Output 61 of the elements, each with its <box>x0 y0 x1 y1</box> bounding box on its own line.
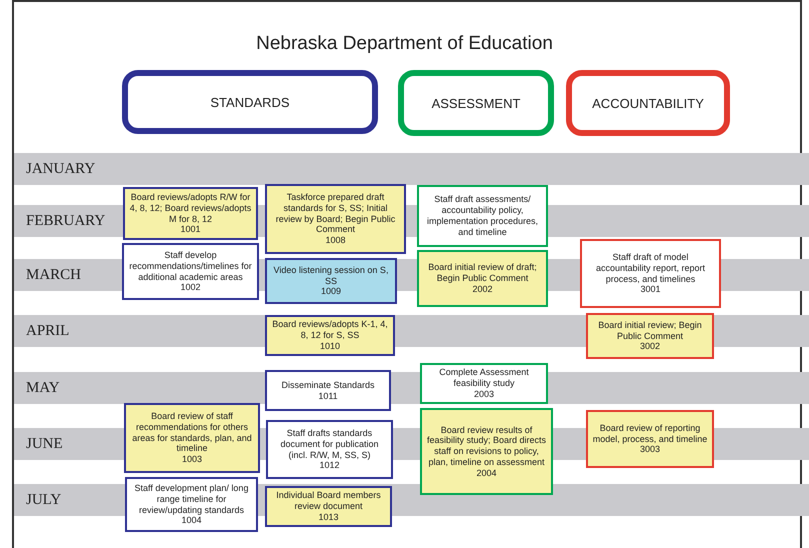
task-number: 2002 <box>472 284 493 295</box>
task-box <box>265 184 406 254</box>
task-box <box>586 410 714 468</box>
month-label: APRIL <box>26 315 70 347</box>
task-number: 1004 <box>181 515 202 526</box>
task-box <box>122 243 259 300</box>
task-box <box>265 370 391 411</box>
category-header: ACCOUNTABILITY <box>566 70 730 136</box>
task-box <box>265 486 392 527</box>
task-description: Board review results of feasibility study; Board directs staff on revisions to policy, plan, timeline on assessment <box>426 424 547 468</box>
task-box <box>586 313 714 359</box>
task-number: 1003 <box>182 454 202 465</box>
task-description: Board initial review; Begin Public Comment <box>597 320 703 342</box>
task-description: Staff drafts standards document for publication (incl. R/W, M, SS, S) <box>279 428 380 460</box>
task-description: Board reviews/adopts R/W for 4, 8, 12; Board reviews/adopts M for 8, 12 <box>129 192 252 224</box>
task-number: 2003 <box>474 388 494 400</box>
task-description: Video listening session on S, SS <box>272 264 390 286</box>
category-header: STANDARDS <box>122 70 378 134</box>
task-box <box>124 403 260 473</box>
task-box <box>125 477 258 532</box>
task-number: 1009 <box>320 286 342 298</box>
task-description: Disseminate Standards <box>281 380 375 390</box>
task-description: Board review of reporting model, process, and timeline <box>592 422 708 444</box>
task-description: Staff development plan/ long range timeline for review/updating standards <box>134 482 250 516</box>
task-box <box>420 363 548 404</box>
month-label: MARCH <box>26 259 82 291</box>
task-number: 3002 <box>640 341 660 352</box>
task-number: 1012 <box>319 460 340 472</box>
task-number: 1008 <box>325 235 346 246</box>
task-description: Staff draft of model accountability report, report process, and timelines <box>594 252 706 284</box>
task-box <box>417 185 548 247</box>
task-description: Staff develop recommendations/timelines for additional academic areas <box>128 250 253 282</box>
month-label: FEBRUARY <box>26 205 106 237</box>
task-box <box>266 420 393 479</box>
month-label: MAY <box>26 372 60 404</box>
task-number: 3001 <box>640 284 661 296</box>
task-description: Individual Board members review document <box>275 490 382 512</box>
task-number: 1002 <box>180 282 201 294</box>
task-number: 3003 <box>640 444 660 456</box>
task-description: Taskforce prepared draft standards for S, SS; Initial review by Board; Begin Public Comment <box>274 192 396 236</box>
month-label: JUNE <box>26 428 63 460</box>
task-box <box>265 315 395 356</box>
task-description: Board review of staff recommendations for others areas for standards, plan, and timeline <box>131 411 253 454</box>
task-description: Staff draft assessments/ accountability policy, implementation procedures, and timeline <box>426 194 540 238</box>
task-number: 1011 <box>318 390 338 402</box>
task-number: 1013 <box>318 512 339 523</box>
task-number: 2004 <box>476 468 497 478</box>
task-box <box>420 408 553 495</box>
category-header: ASSESSMENT <box>398 70 554 136</box>
task-number: 1010 <box>320 340 340 352</box>
month-label: JANUARY <box>26 153 96 185</box>
diagram-title: Nebraska Department of Education <box>255 33 554 55</box>
task-description: Board initial review of draft; Begin Public Comment <box>427 262 538 284</box>
task-box <box>265 258 397 304</box>
task-box <box>123 187 258 240</box>
task-box <box>417 250 548 307</box>
month-label: JULY <box>26 484 62 516</box>
task-box <box>580 239 721 308</box>
task-description: Complete Assessment feasibility study <box>438 367 530 389</box>
task-description: Board reviews/adopts K-1, 4, 8, 12 for S, SS <box>271 319 389 341</box>
task-number: 1001 <box>180 224 201 236</box>
